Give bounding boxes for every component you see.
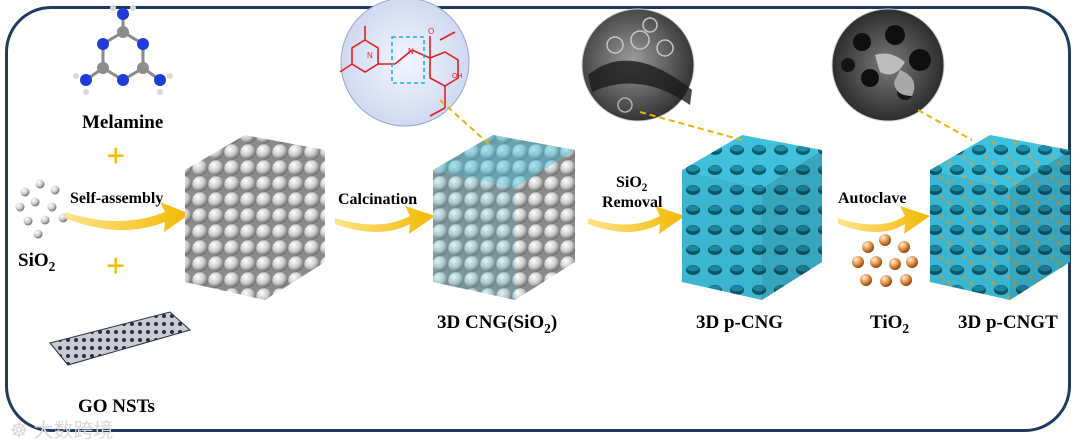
sio2-label: SiO2 <box>18 250 55 275</box>
tio2-label: TiO2 <box>870 312 909 337</box>
cng-sio2-cube <box>433 135 575 300</box>
calcination-label: Calcination <box>338 191 417 209</box>
svg-text:OH: OH <box>452 73 463 80</box>
svg-text:O: O <box>428 27 434 36</box>
watermark: ☸ 大数跨境 <box>10 414 114 443</box>
sio2-particles <box>16 180 68 239</box>
p-cngt-label: 3D p-CNGT <box>958 312 1058 334</box>
chemical-structure-callout: N N O OH <box>340 0 490 145</box>
p-cng-cube <box>682 135 822 300</box>
sio2-removal-label-line2: Removal <box>602 194 662 212</box>
self-assembly-label: Self-assembly <box>70 190 163 208</box>
melamine-molecule <box>73 5 173 95</box>
calcination-arrow <box>335 206 435 234</box>
sio2-removal-label-line1: SiO2 <box>616 174 647 194</box>
p-cngt-cube <box>930 135 1070 300</box>
autoclave-label: Autoclave <box>838 190 906 208</box>
autoclave-arrow <box>838 206 930 234</box>
sem-image-p-cngt <box>832 9 972 140</box>
go-nanosheet <box>50 312 190 365</box>
svg-text:N: N <box>408 47 414 56</box>
tio2-particles <box>852 234 918 287</box>
svg-text:N: N <box>367 51 373 60</box>
melamine-label: Melamine <box>82 112 163 134</box>
plus-sign-top: + <box>106 140 125 174</box>
sio2-sphere-cube <box>185 135 325 300</box>
cng-sio2-label: 3D CNG(SiO2) <box>437 312 557 337</box>
sem-image-p-cng <box>582 9 742 140</box>
p-cng-label: 3D p-CNG <box>696 312 783 334</box>
plus-sign-bottom: + <box>106 250 125 284</box>
